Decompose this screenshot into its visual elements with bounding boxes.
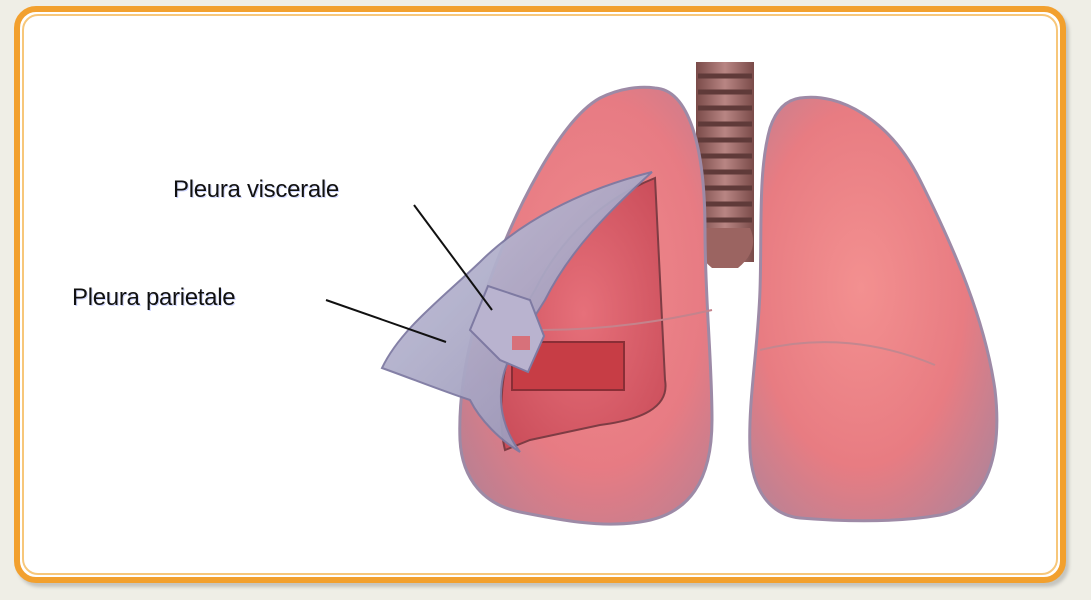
right-lung xyxy=(750,97,997,520)
label-pleura-parietale: Pleura parietale xyxy=(72,284,235,312)
label-pleura-viscerale: Pleura viscerale xyxy=(173,176,339,204)
